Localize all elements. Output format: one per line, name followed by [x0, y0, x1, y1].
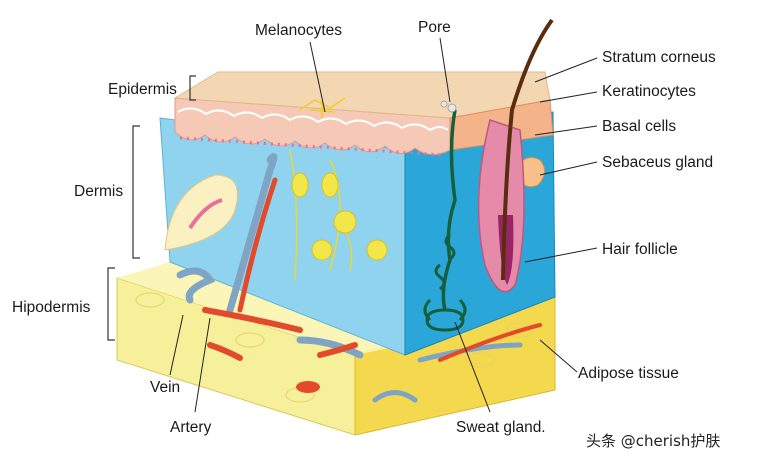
melanocyte-cells: [299, 97, 346, 118]
artery-vessel: [207, 342, 243, 361]
vein-leader: [169, 314, 184, 376]
hipodermis-bracket: [107, 267, 115, 341]
nerve-receptors: [291, 172, 388, 261]
dermis-bracket: [132, 125, 140, 259]
hipodermis-label: Hipodermis: [12, 299, 91, 316]
melanocytes-leader: [309, 41, 326, 113]
artery-cross-section: [296, 381, 320, 393]
pore-shape: [440, 100, 457, 113]
hair-follicle-shape: [477, 119, 525, 293]
melanocytes-label: Melanocytes: [255, 22, 342, 39]
vein-label: Vein: [150, 379, 180, 396]
dermis-label: Dermis: [74, 183, 123, 200]
stratum-corneus-leader: [534, 57, 598, 83]
epidermis-top-face: [173, 71, 551, 119]
sebaceus-gland-leader: [539, 161, 598, 176]
artery-label: Artery: [170, 419, 212, 436]
sweat-gland-label: Sweat gland.: [456, 419, 546, 436]
artery-vessel: [202, 307, 303, 333]
vein-vessel: [296, 336, 364, 359]
adipose-tissue-leader: [539, 339, 578, 373]
vein-vessel: [372, 390, 418, 403]
keratinocytes-label: Keratinocytes: [602, 83, 696, 100]
artery-vessel: [317, 342, 358, 358]
vein-vessel: [226, 153, 278, 314]
vein-vessel: [417, 342, 523, 363]
epidermis-bracket: [189, 75, 196, 101]
skin-block: [116, 18, 556, 436]
watermark: 头条 @cherish护肤: [586, 432, 720, 450]
sebaceus-gland-label: Sebaceus gland: [602, 154, 713, 171]
keratinocytes-leader: [539, 91, 598, 103]
pacinian-corpuscle: [164, 174, 238, 251]
pore-leader: [439, 37, 451, 103]
artery-vessel: [237, 177, 278, 313]
basal-cells-leader: [534, 125, 598, 136]
sweat-gland-coil: [423, 233, 467, 332]
stratum-corneus-label: Stratum corneus: [602, 49, 716, 66]
adipose-tissue-label: Adipose tissue: [578, 365, 679, 382]
blood-vessels: [176, 153, 542, 403]
sweat-gland-leader: [454, 321, 491, 413]
hypodermis-top-face: [117, 262, 405, 355]
epidermis-wave: [177, 107, 449, 132]
vein-vessel: [176, 267, 216, 304]
pore-label: Pore: [418, 19, 451, 36]
artery-leader: [194, 317, 211, 413]
artery-vessel: [438, 323, 542, 362]
hair-follicle-leader: [524, 247, 598, 263]
hair-follicle-label: Hair follicle: [602, 241, 678, 258]
hair-shaft: [501, 18, 554, 281]
epidermis-label: Epidermis: [108, 81, 177, 98]
basal-cells-label: Basal cells: [602, 118, 676, 135]
